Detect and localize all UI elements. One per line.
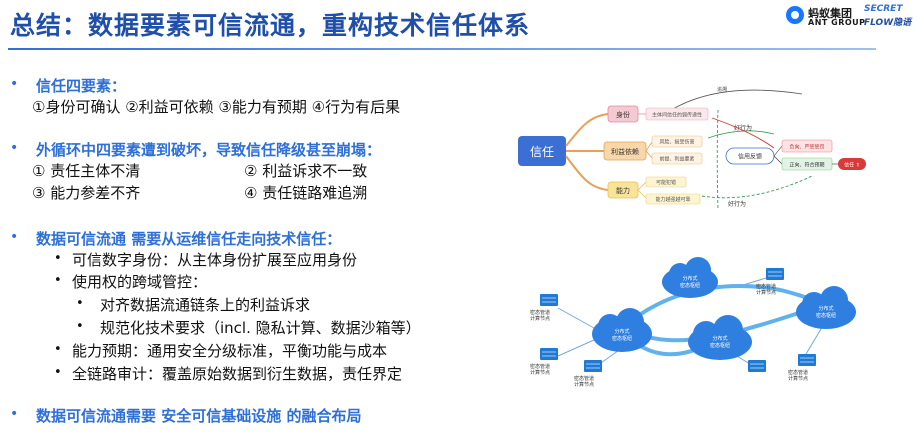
sub-bullet: • xyxy=(54,365,62,380)
cloud-hub-1-label-line2: 密态枢纽 xyxy=(612,335,632,342)
branch-ability-label: 能力 xyxy=(616,186,630,195)
bullet-dot: • xyxy=(10,229,19,245)
positive-feedback-node: 正向、符合预期 xyxy=(781,157,833,171)
compute-node-2-line1: 密态管道 xyxy=(530,363,550,370)
compute-node-3-line1: 密态管道 xyxy=(574,375,594,382)
compute-node-2-line2: 计算节点 xyxy=(530,369,550,376)
branch-interest-leaf2: 前提、利益要素 xyxy=(659,156,694,163)
cloud-hub-4-label-line2: 密态枢纽 xyxy=(710,342,730,349)
branch-ability: 能力 可能犯错 能力越强越可靠 xyxy=(607,176,701,205)
loop-dashed xyxy=(716,109,719,211)
compute-node-1-line1: 密态管道 xyxy=(530,309,550,316)
good-behavior-top-label: 好行为 xyxy=(734,124,752,132)
sub-sub-bullet: • xyxy=(76,296,84,311)
ant-logo-icon xyxy=(786,6,804,24)
list-item: ① 责任主体不清 xyxy=(32,162,141,180)
branch-identity-leaf: 主体间信任的弱传递性 xyxy=(652,112,702,119)
branch-identity-label: 身份 xyxy=(616,110,630,119)
list-item: ④ 责任链路难追溯 xyxy=(244,184,368,202)
section-heading: 数据可信流通 需要从运维信任走向技术信任： xyxy=(36,230,342,248)
credit-feedback-label: 信用反馈 xyxy=(738,153,762,161)
cloud-hub-3-label-line1: 分布式 xyxy=(818,305,833,312)
cloud-hub-3-label-line2: 密态枢纽 xyxy=(816,312,836,319)
compute-node-3-line2: 计算节点 xyxy=(574,381,594,388)
branch-line-1 xyxy=(565,113,609,147)
compute-node-5: 密态管道 计算节点 xyxy=(788,354,816,382)
list-item: 对齐数据流通链条上的利益诉求 xyxy=(100,296,311,314)
cloud-hub-3: 分布式 密态枢纽 xyxy=(796,286,856,329)
good-behavior-bottom-arrow xyxy=(701,175,813,199)
sub-bullet: • xyxy=(54,273,62,288)
cloud-hub-1: 分布式 密态枢纽 xyxy=(592,308,652,352)
list-item: ② 利益诉求不一致 xyxy=(244,162,368,180)
sub-bullet: • xyxy=(54,251,62,266)
trust-mindmap-diagram: 追溯 信任 身份 主体间信任的弱传递性 利益依赖 风险、损受伤害 前提、利益要素… xyxy=(518,86,866,211)
ant-group-logo: 蚂蚁集团 ANT GROUP xyxy=(786,5,865,31)
trusted-infrastructure-network: 分布式 密态枢纽 分布式 密态枢纽 分布式 密态枢纽 分布式 密态枢纽 密态管道… xyxy=(530,257,856,388)
list-item: 使用权的跨域管控： xyxy=(72,273,208,291)
bullet-dot: • xyxy=(10,140,19,156)
list-item: 规范化技术要求（incl. 隐私计算、数据沙箱等） xyxy=(100,319,421,337)
branch-identity: 身份 主体间信任的弱传递性 xyxy=(607,105,709,123)
compute-node-4-line2: 计算节点 xyxy=(756,289,776,296)
compute-node-2: 密态管道 计算节点 xyxy=(530,348,558,376)
cloud-hub-2-label-line1: 分布式 xyxy=(682,275,697,282)
compute-node-6 xyxy=(748,360,766,372)
section-heading: 外循环中四要素遭到破坏，导致信任降级甚至崩塌： xyxy=(36,141,382,159)
compute-node-4-line1: 密态管道 xyxy=(756,283,776,290)
bullet-dot: • xyxy=(10,406,19,422)
trust-up-node: 信任 ⇑ xyxy=(838,158,866,170)
ant-logo-en: ANT GROUP xyxy=(808,18,866,27)
compute-node-4: 密态管道 计算节点 xyxy=(756,268,784,296)
sub-sub-bullet: • xyxy=(76,319,84,334)
negative-feedback-label: 负向、严惩惩罚 xyxy=(789,144,824,151)
good-behavior-top-arrow xyxy=(707,130,775,139)
cloud-hub-1-label-line1: 分布式 xyxy=(614,328,629,335)
secretflow-logo-line2: FLOW隐语 xyxy=(864,18,912,28)
good-behavior-bottom-label: 好行为 xyxy=(728,200,746,208)
compute-node-1-line2: 计算节点 xyxy=(530,315,550,322)
list-item: ③ 能力参差不齐 xyxy=(32,184,141,202)
compute-node-3: 密态管道 计算节点 xyxy=(574,360,602,388)
page-title: 总结：数据要素可信流通，重构技术信任体系 xyxy=(10,11,531,40)
title-underline xyxy=(8,48,876,50)
branch-interest-leaf1: 风险、损受伤害 xyxy=(659,139,694,146)
root-node: 信任 xyxy=(518,136,566,166)
cloud-hub-2: 分布式 密态枢纽 xyxy=(662,257,718,298)
cloud-hub-2-label-line2: 密态枢纽 xyxy=(680,282,700,289)
positive-feedback-label: 正向、符合预期 xyxy=(789,162,824,169)
section-heading: 信任四要素： xyxy=(36,77,127,95)
section-heading: 数据可信流通需要 安全可信基础设施 的融合布局 xyxy=(36,407,362,425)
negative-feedback-node: 负向、严惩惩罚 xyxy=(781,139,833,153)
branch-ability-leaf1: 可能犯错 xyxy=(656,179,676,186)
branch-line-3 xyxy=(565,155,609,191)
branch-interest: 利益依赖 风险、损受伤害 前提、利益要素 xyxy=(603,135,703,165)
cloud-hub-4-label-line1: 分布式 xyxy=(712,335,727,342)
list-item: 全链路审计：覆盖原始数据到衍生数据，责任界定 xyxy=(72,365,403,383)
root-label: 信任 xyxy=(530,145,554,159)
top-label: 追溯 xyxy=(717,86,727,93)
red-feedback-line xyxy=(711,117,775,149)
list-item: 可信数字身份：从主体身份扩展至应用身份 xyxy=(72,251,358,269)
credit-feedback-node: 信用反馈 xyxy=(725,147,775,165)
secretflow-logo-line1: SECRET xyxy=(864,4,903,14)
trust-up-label: 信任 ⇑ xyxy=(844,162,860,169)
cloud-hub-4: 分布式 密态枢纽 xyxy=(688,315,752,360)
bullet-dot: • xyxy=(10,76,19,92)
secretflow-logo: SECRET FLOW隐语 xyxy=(864,4,920,30)
branch-ability-leaf2: 能力越强越可靠 xyxy=(655,196,690,203)
list-item: 能力预期：通用安全分级标准，平衡功能与成本 xyxy=(72,342,388,360)
section-line: ①身份可确认 ②利益可依赖 ③能力有预期 ④行为有后果 xyxy=(32,98,401,116)
compute-node-5-line1: 密态管道 xyxy=(788,369,808,376)
ant-logo-cn: 蚂蚁集团 xyxy=(808,7,852,20)
compute-node-5-line2: 计算节点 xyxy=(788,375,808,382)
sub-bullet: • xyxy=(54,342,62,357)
branch-interest-label: 利益依赖 xyxy=(611,147,639,156)
compute-node-1: 密态管道 计算节点 xyxy=(530,294,558,322)
